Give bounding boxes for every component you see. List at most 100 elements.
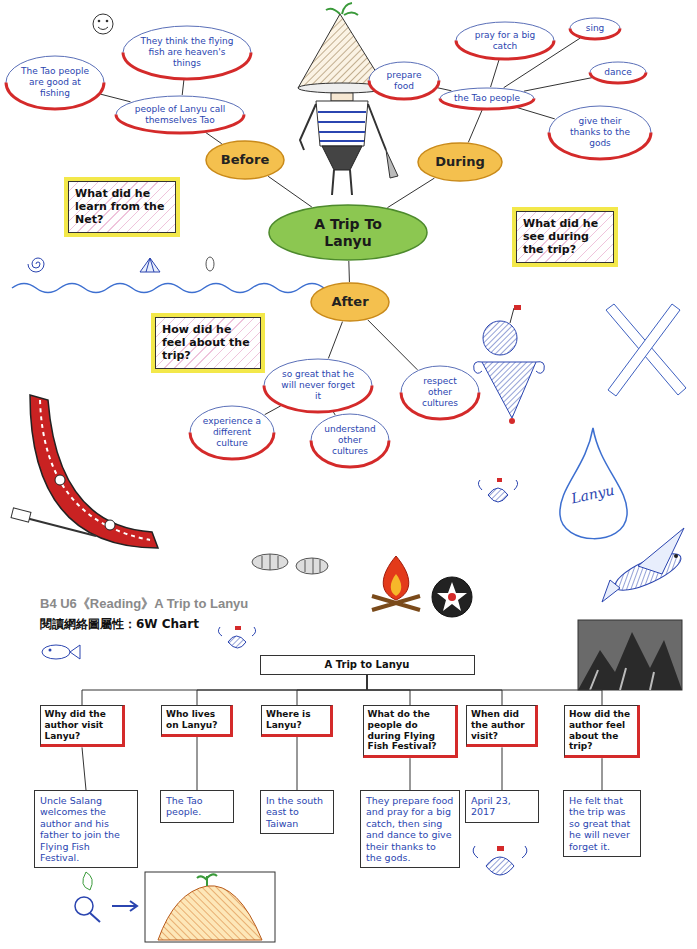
answer-box: They prepare food and pray for a big cat… <box>360 790 460 868</box>
stage-ellipse: Before <box>205 140 285 180</box>
text-holder: The Tao people. <box>166 795 228 818</box>
answer-box: Uncle Salang welcomes the author and his… <box>34 790 138 868</box>
chart-title: B4 U6《Reading》A Trip to Lanyu <box>40 596 248 612</box>
grey-fish-drawings <box>262 554 278 570</box>
connector-line <box>197 675 367 705</box>
idea-bubble: pray for a big catch <box>455 21 555 60</box>
island-name-label: Lanyu <box>570 482 616 507</box>
canoe-drawing <box>40 400 150 540</box>
ball-ornament <box>514 305 521 310</box>
tao-man-figure <box>331 93 353 101</box>
node-text: A Trip To Lanyu <box>291 216 406 250</box>
connector-line <box>197 737 198 790</box>
answer-box: In the south east to Taiwan <box>260 790 334 834</box>
smiley-doodle <box>93 14 113 34</box>
idea-bubble: The Tao people are good at fishing <box>5 55 105 110</box>
node-text: What do the people do during Flying Fish… <box>368 709 451 752</box>
connector-line <box>265 406 281 415</box>
connector-line <box>437 88 451 91</box>
guide-question-box: What did he see during the trip? <box>516 211 614 263</box>
node-outline <box>311 414 389 467</box>
island-picture <box>145 872 275 942</box>
text-holder: Who lives on Lanyu? <box>166 709 226 731</box>
grey-fish-drawings <box>296 558 328 574</box>
connector-line <box>297 675 367 705</box>
stage-ellipse: After <box>310 282 390 322</box>
idea-bubble: dance <box>589 61 647 84</box>
text-holder: After <box>321 294 379 310</box>
idea-bubble: people of Lanyu call themselves Tao <box>115 95 245 134</box>
node-text: respect other cultures <box>411 376 469 408</box>
text-holder: give their thanks to the gods <box>563 116 638 148</box>
grey-fish-drawings <box>252 554 288 570</box>
text-holder: Uncle Salang welcomes the author and his… <box>40 795 132 863</box>
magnifier-doodle <box>75 897 93 915</box>
node-text: understand other cultures <box>321 424 379 456</box>
node-text: dance <box>597 67 639 78</box>
small-fish-doodle <box>70 645 80 659</box>
canoe-drawing <box>105 520 115 530</box>
smiley-doodle <box>98 20 101 23</box>
tao-man-figure <box>332 170 352 195</box>
text-holder: How did the author feel about the trip? <box>569 709 633 752</box>
blue-spiral-doodle <box>235 626 241 630</box>
idea-bubble: sing <box>569 17 621 40</box>
node-text: In the south east to Taiwan <box>266 795 328 829</box>
question-box: What do the people do during Flying Fish… <box>363 705 458 758</box>
connector-line <box>206 132 222 143</box>
star-ornament <box>432 577 472 617</box>
node-text: When did the author visit? <box>471 709 531 741</box>
spiral-creature <box>497 478 502 482</box>
node-text: What did he learn from the Net? <box>75 187 169 227</box>
node-outline <box>6 56 104 109</box>
island-picture <box>197 874 217 886</box>
ball-ornament <box>474 362 545 374</box>
text-holder: In the south east to Taiwan <box>266 795 328 829</box>
node-text: Who lives on Lanyu? <box>166 709 226 731</box>
smiley-doodle <box>106 20 109 23</box>
text-holder: The Tao people are good at fishing <box>19 66 91 98</box>
node-text: What did he see during the trip? <box>523 217 607 257</box>
node-outline <box>269 205 427 260</box>
question-box: Where is Lanyu? <box>261 705 333 737</box>
festival-photo <box>578 620 682 690</box>
question-box: How did the author feel about the trip? <box>564 705 640 758</box>
node-text: pray for a big catch <box>469 30 541 52</box>
node-text: He felt that the trip was so great that … <box>569 795 635 852</box>
flying-fish <box>602 580 620 602</box>
water-drop <box>560 428 627 539</box>
magnifier-doodle <box>90 913 100 922</box>
connector-line <box>268 176 312 207</box>
node-outline <box>190 406 274 459</box>
node-outline <box>311 283 389 321</box>
connector-line <box>82 675 367 705</box>
smiley-doodle <box>93 14 113 34</box>
node-outline <box>369 62 439 99</box>
text-holder: When did the author visit? <box>471 709 531 741</box>
text-holder: dance <box>597 67 639 78</box>
node-outline <box>206 141 284 179</box>
connector-line <box>348 261 350 282</box>
node-text: Uncle Salang welcomes the author and his… <box>40 795 132 863</box>
text-holder: What do the people do during Flying Fish… <box>368 709 451 752</box>
connector-line <box>602 758 603 790</box>
text-holder: During <box>429 154 491 170</box>
node-text: Why did the author visit Lanyu? <box>45 709 118 741</box>
node-outline <box>418 143 502 181</box>
idea-bubble: so great that he will never forget it <box>263 358 373 413</box>
idea-bubble: respect other cultures <box>400 365 480 420</box>
text-holder: They think the flying fish are heaven's … <box>140 36 234 68</box>
chart-type-label: 閱讀網絡圖屬性：6W Chart <box>40 617 199 631</box>
text-holder: A Trip to Lanyu <box>265 659 470 671</box>
canoe-drawing <box>55 475 65 485</box>
flying-fish <box>602 528 685 602</box>
connector-line <box>367 675 602 705</box>
connector-line <box>387 178 434 208</box>
idea-bubble: the Tao people <box>439 87 535 110</box>
node-text: They prepare food and pray for a big cat… <box>366 795 454 863</box>
campfire <box>372 556 420 610</box>
ball-ornament <box>509 418 515 424</box>
paddles-drawing <box>606 304 686 396</box>
tao-man-figure <box>298 3 398 195</box>
